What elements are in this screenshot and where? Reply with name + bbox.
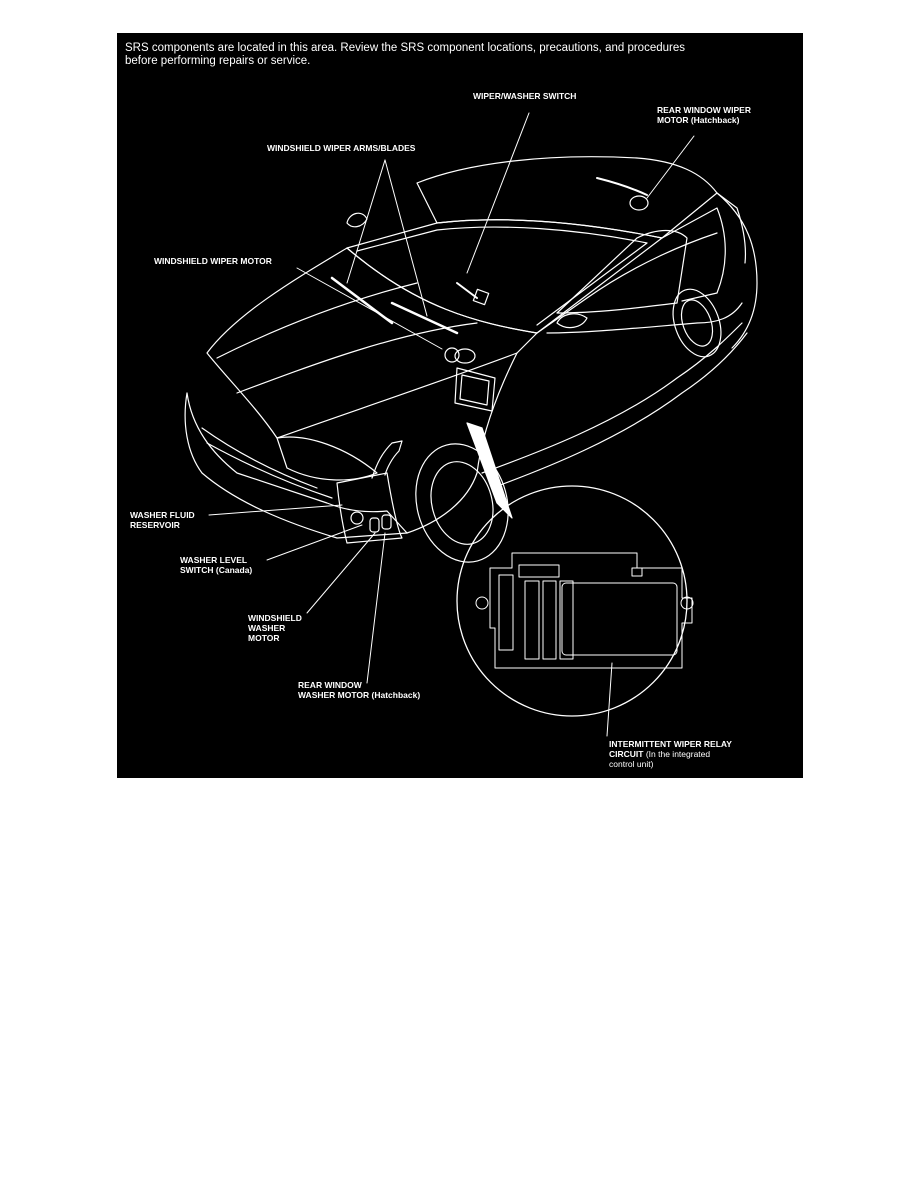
label-windshield-washer-motor-line2: WASHER: [248, 623, 286, 633]
label-intermittent-relay: INTERMITTENT WIPER RELAY CIRCUIT (In the…: [609, 739, 732, 769]
washer-level-switch: [350, 511, 364, 525]
front-wheel: [415, 443, 509, 563]
wiper-switch: [456, 282, 478, 299]
washer-reservoir: [336, 472, 403, 544]
label-washer-fluid-reservoir-line2: RESERVOIR: [130, 520, 180, 530]
side-window: [556, 229, 688, 314]
door-line: [546, 302, 743, 334]
label-intermittent-relay-line1: INTERMITTENT WIPER RELAY: [609, 739, 732, 749]
front-bumper: [184, 392, 408, 539]
zoom-pointer: [466, 422, 513, 519]
label-rear-washer-motor-line1: REAR WINDOW: [298, 680, 362, 690]
wiper-blade-right: [390, 301, 459, 335]
headlight: [276, 436, 378, 481]
srs-notice-line1: SRS components are located in this area.…: [125, 42, 685, 54]
label-windshield-wiper-motor: WINDSHIELD WIPER MOTOR: [154, 256, 272, 266]
wiper-motor: [444, 347, 460, 363]
label-intermittent-relay-line3: control unit): [609, 759, 654, 769]
hood: [206, 247, 538, 439]
label-rear-washer-motor-line2: WASHER MOTOR (Hatchback): [298, 690, 421, 700]
label-windshield-washer-motor-line3: MOTOR: [248, 633, 280, 643]
diagram-figure: SRS components are located in this area.…: [117, 33, 803, 778]
label-wiper-washer-switch: WIPER/WASHER SWITCH: [473, 91, 577, 101]
rear-wiper-motor: [629, 195, 649, 211]
label-washer-fluid-reservoir: WASHER FLUID RESERVOIR: [130, 510, 195, 530]
rear-quarter: [716, 192, 758, 349]
label-washer-level-switch-line1: WASHER LEVEL: [180, 555, 248, 565]
rear-wiper-arm: [596, 177, 648, 196]
label-intermittent-relay-circuit: CIRCUIT: [609, 749, 644, 759]
label-intermittent-relay-line2: CIRCUIT (In the integrated: [609, 749, 732, 759]
car-line-drawing: [184, 112, 758, 737]
reservoir-filler-neck: [371, 440, 403, 479]
zoom-circle: [456, 485, 688, 717]
label-rear-wiper-motor: REAR WINDOW WIPER MOTOR (Hatchback): [657, 105, 751, 125]
rear-wheel: [672, 288, 722, 358]
label-rear-wiper-motor-line1: REAR WINDOW WIPER: [657, 105, 751, 115]
control-unit: [454, 367, 496, 412]
label-washer-fluid-reservoir-line1: WASHER FLUID: [130, 510, 195, 520]
srs-notice-line2: before performing repairs or service.: [125, 55, 311, 67]
srs-notice: SRS components are located in this area.…: [125, 42, 765, 68]
leader-lines: [208, 112, 695, 737]
windshield-washer-motor: [369, 517, 380, 533]
label-windshield-wiper-arms: WINDSHIELD WIPER ARMS/BLADES: [267, 143, 416, 153]
label-windshield-washer-motor: WINDSHIELD WASHER MOTOR: [248, 613, 302, 643]
car-roof: [416, 156, 718, 239]
label-rear-washer-motor: REAR WINDOW WASHER MOTOR (Hatchback): [298, 680, 420, 700]
rear-washer-motor: [381, 514, 392, 530]
label-rear-wiper-motor-line2: MOTOR (Hatchback): [657, 115, 740, 125]
label-windshield-washer-motor-line1: WINDSHIELD: [248, 613, 302, 623]
label-washer-level-switch-line2: SWITCH (Canada): [180, 565, 253, 575]
control-unit-detail: [475, 552, 694, 669]
label-washer-level-switch: WASHER LEVEL SWITCH (Canada): [180, 555, 252, 575]
label-intermittent-relay-note: (In the integrated: [643, 749, 711, 759]
side-mirror: [556, 313, 588, 329]
